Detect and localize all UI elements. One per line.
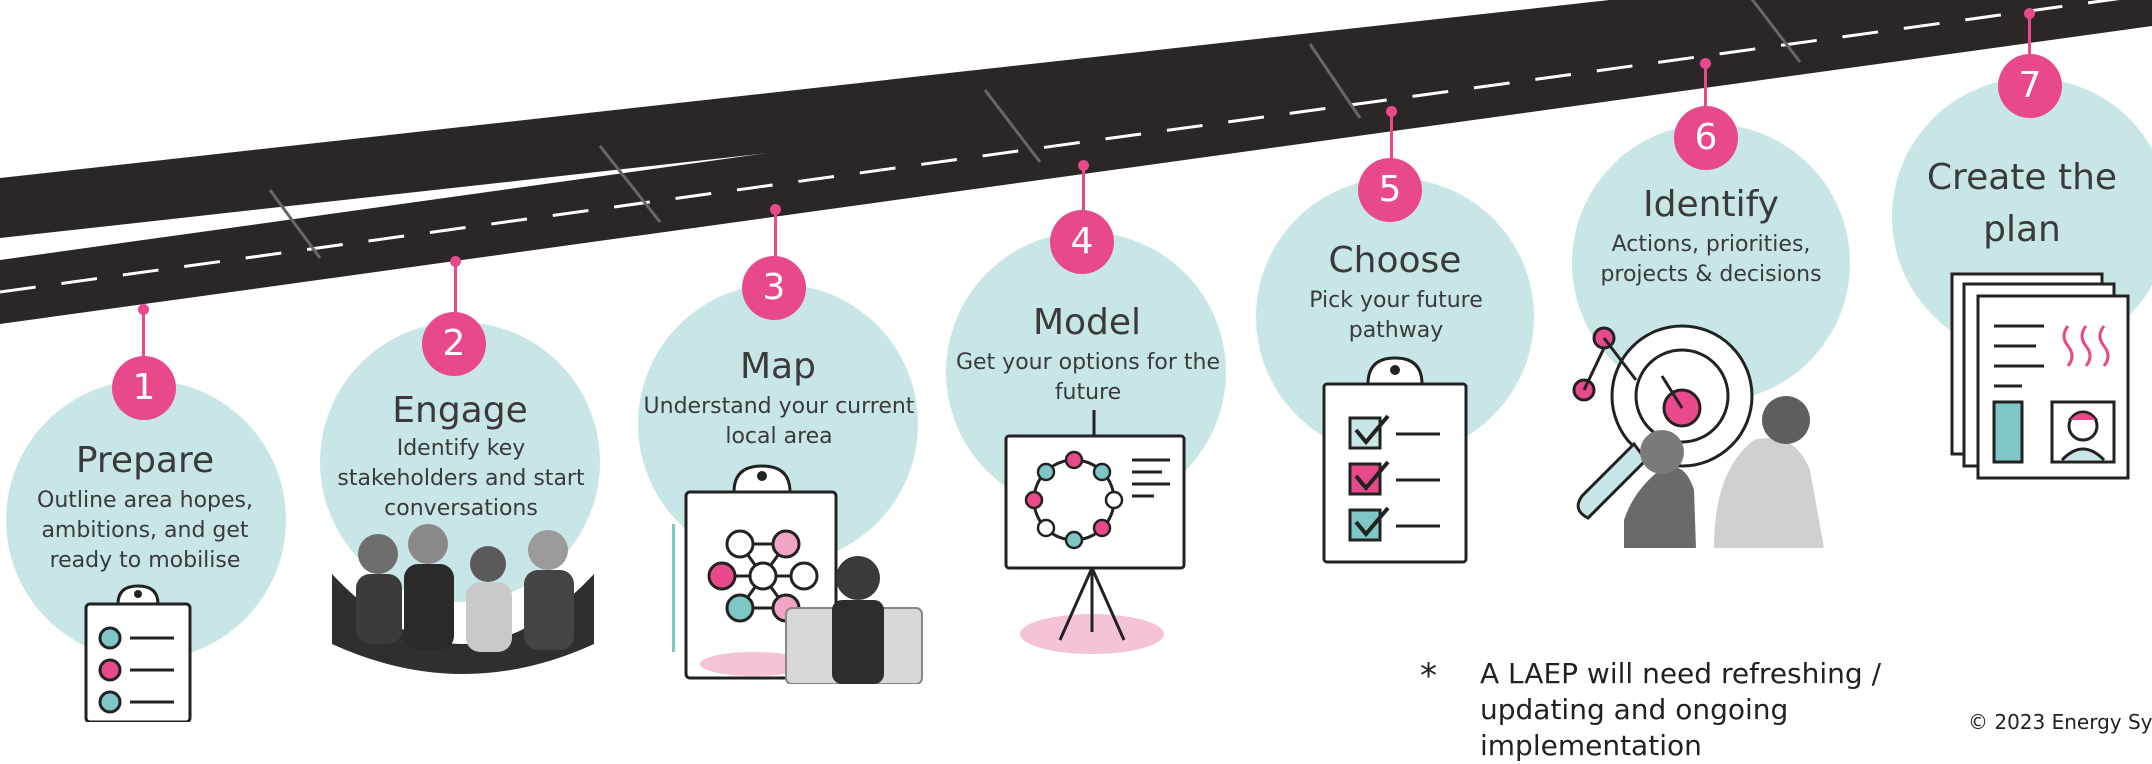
- step-description: Outline area hopes, ambitions, and get r…: [37, 488, 253, 573]
- step-title: Create the plan: [1926, 157, 2118, 250]
- people-photo: [328, 524, 598, 674]
- step-number-badge: 6: [1674, 106, 1738, 170]
- connector: [1390, 112, 1393, 162]
- road-marker: [2024, 8, 2035, 19]
- connector: [774, 210, 777, 260]
- road-marker: [1700, 58, 1711, 69]
- step-engage: 2 Engage Identify key stakeholders and s…: [318, 256, 608, 676]
- step-create-the-plan: 7 Create the plan: [1886, 4, 2152, 484]
- road-marker: [770, 204, 781, 215]
- footnote-text: A LAEP will need refreshing / updating a…: [1480, 657, 1882, 762]
- clipboard-icon: [84, 584, 192, 722]
- road-marker: [1386, 106, 1397, 117]
- plan-documents-icon: [1950, 272, 2130, 480]
- step-title: Model: [1032, 302, 1142, 343]
- footnote-marker: *: [1420, 656, 1437, 696]
- flipchart-icon: [1004, 410, 1186, 654]
- step-description: Actions, priorities, projects & decision…: [1600, 232, 1822, 287]
- step-title: Prepare: [75, 440, 215, 481]
- network-diagram-icon: [684, 464, 923, 684]
- step-prepare: 1 Prepare Outline area hopes, ambitions,…: [0, 300, 290, 722]
- step-number-badge: 4: [1050, 210, 1114, 274]
- road-marker: [138, 304, 149, 315]
- step-number-badge: 5: [1358, 158, 1422, 222]
- step-title: Map: [740, 346, 816, 387]
- connector: [1704, 64, 1707, 116]
- road-marker: [1078, 160, 1089, 171]
- step-choose: 5 Choose Pick your future pathway: [1254, 106, 1544, 566]
- connector: [2028, 14, 2031, 58]
- side-line: [672, 524, 675, 652]
- road-marker: [450, 256, 461, 267]
- step-description: Understand your current local area: [643, 394, 915, 449]
- step-title: Engage: [392, 390, 528, 431]
- step-title: Choose: [1328, 240, 1462, 281]
- connector: [142, 310, 145, 360]
- step-identify: 6 Identify Actions, priorities, projects…: [1564, 58, 1864, 548]
- step-title: Identify: [1643, 184, 1779, 225]
- step-number-badge: 1: [112, 356, 176, 420]
- road: [0, 0, 2152, 324]
- connector: [454, 262, 457, 314]
- step-number-badge: 7: [1998, 54, 2062, 118]
- connector: [1082, 166, 1085, 216]
- step-description: Identify key stakeholders and start conv…: [337, 436, 585, 521]
- step-number-badge: 2: [422, 312, 486, 376]
- checklist-icon: [1322, 356, 1468, 564]
- magnifier-icon: [1572, 324, 1824, 548]
- copyright-text: © 2023 Energy Sy: [1968, 710, 2152, 734]
- step-model: 4 Model Get your options for the future: [946, 160, 1236, 660]
- step-map: 3 Map Understand your current local area: [636, 204, 926, 684]
- step-description: Pick your future pathway: [1309, 288, 1483, 343]
- step-description: Get your options for the future: [955, 350, 1221, 405]
- step-number-badge: 3: [742, 256, 806, 320]
